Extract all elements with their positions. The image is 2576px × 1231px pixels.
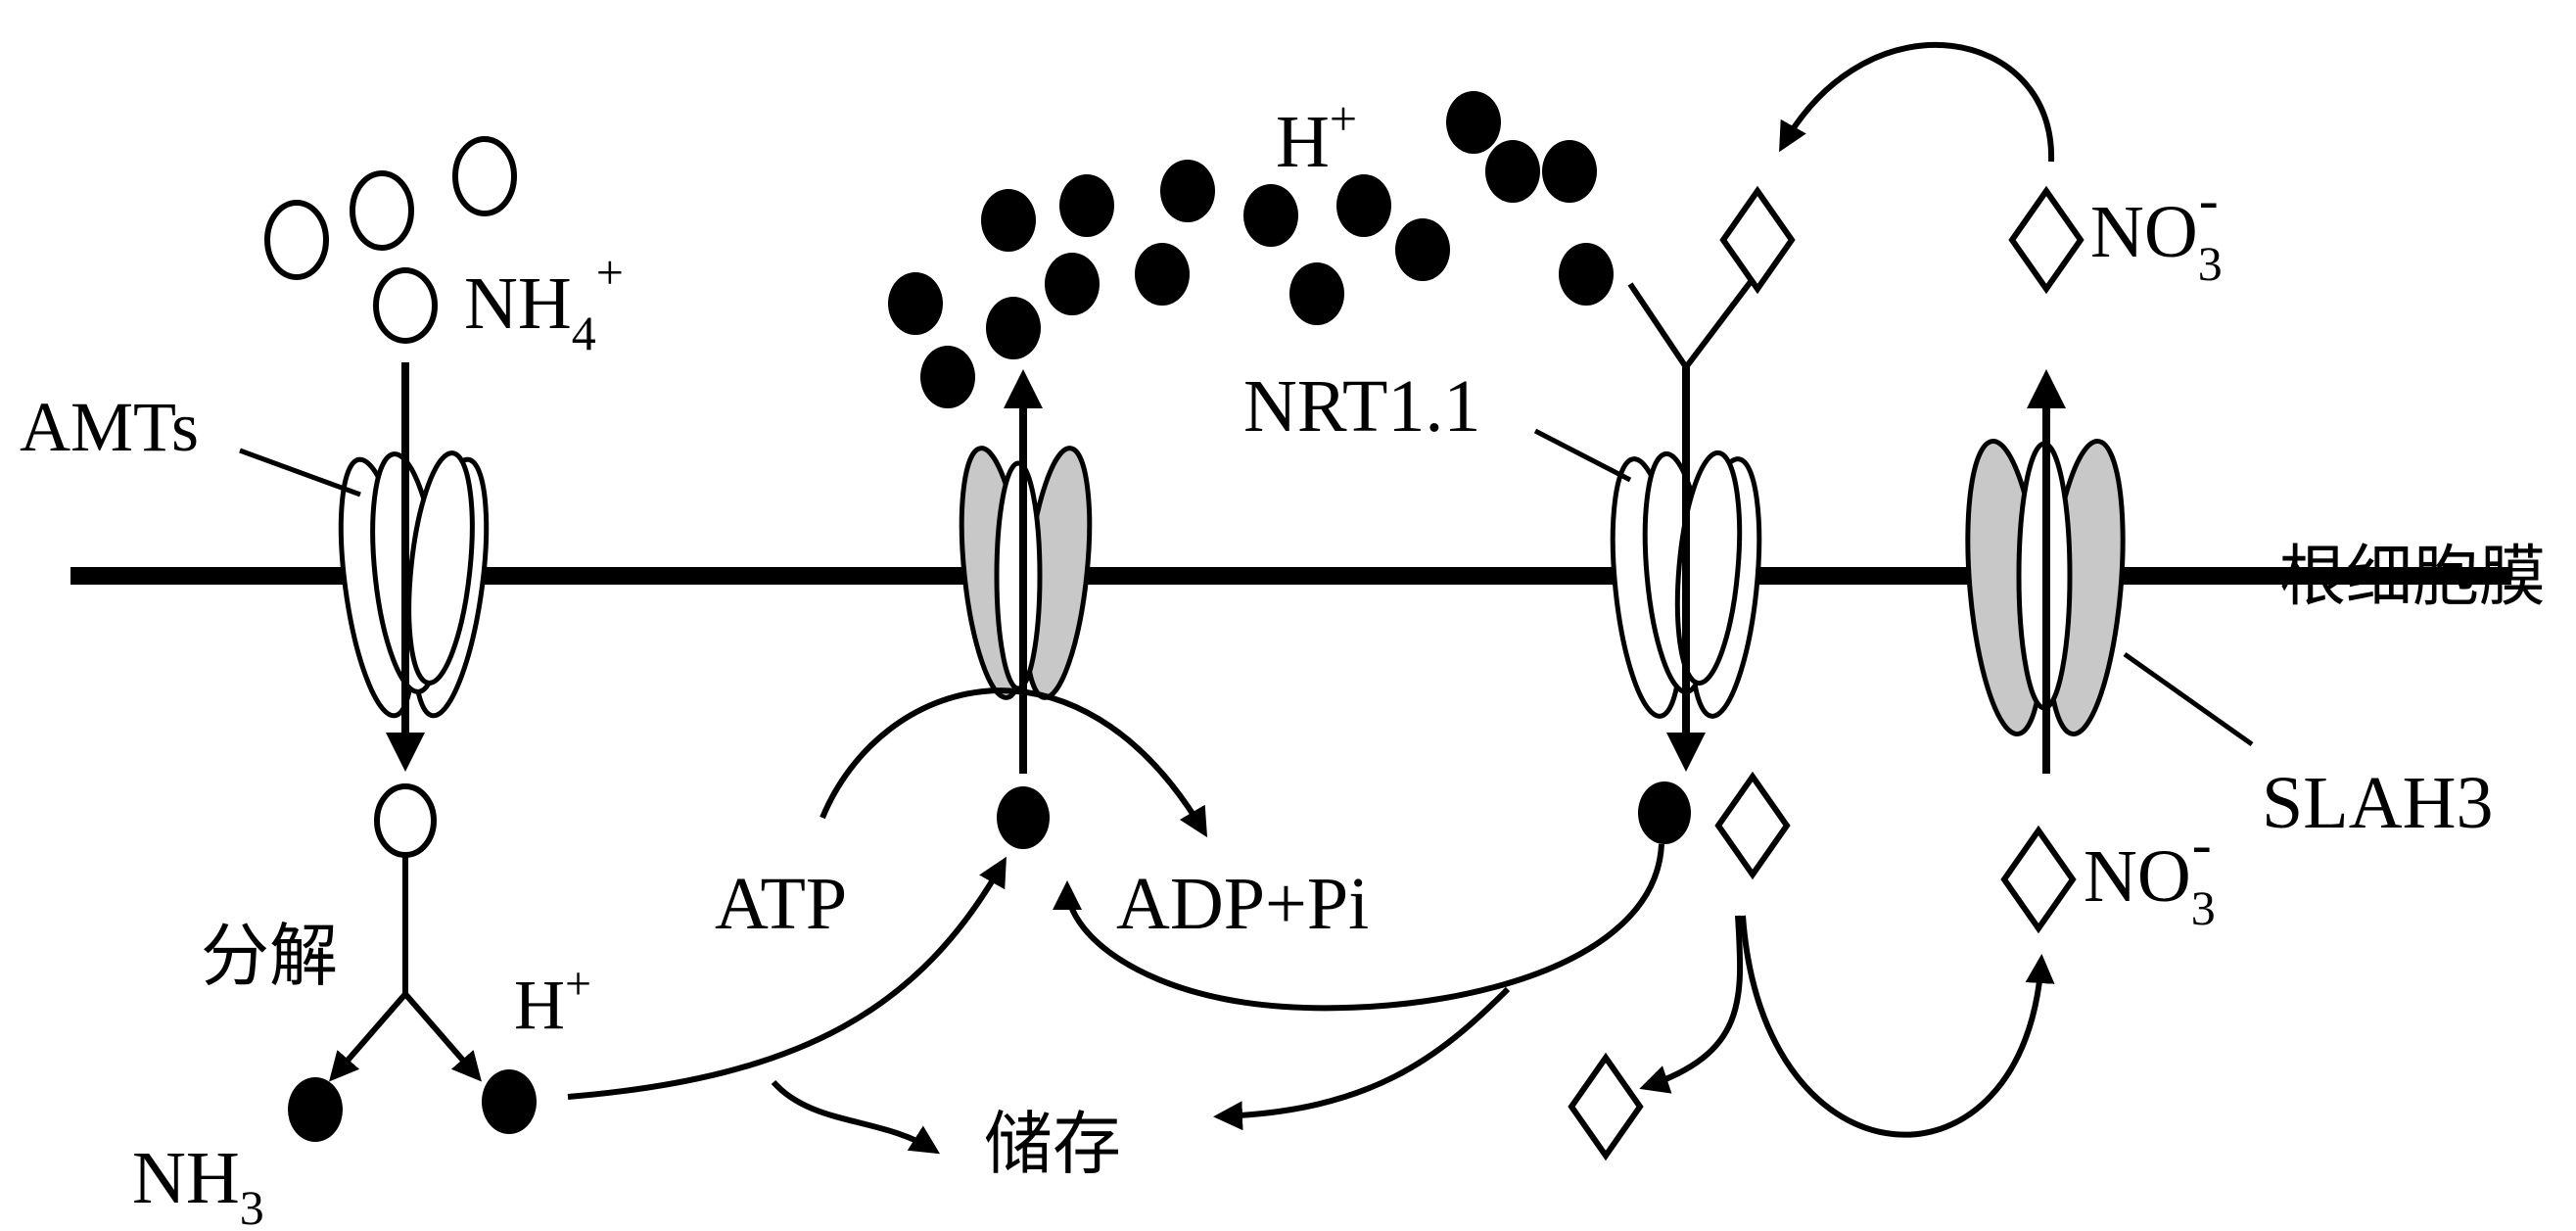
nrt-pointer [1533,428,1632,483]
h-to-storage-arrow [771,1079,941,1155]
h-recycle-to-storage [1213,986,1511,1131]
h-dot-pump-bottom [997,786,1050,849]
label-nrt: NRT1.1 [1243,365,1480,448]
atp-adp-arc [820,687,1208,838]
h-ions-outside [888,91,1614,408]
no3-diamond-slah3-bottom [2000,825,2077,934]
label-no3-bottom: NO3- [2084,812,2216,935]
nrt-y-junction [1627,277,1756,369]
h-dot-bottom-left [482,1069,537,1134]
label-membrane: 根细胞膜 [2279,539,2546,616]
amts-pointer [239,448,361,497]
no3-efflux-loop [1740,915,2055,1138]
slah3-pointer [2123,651,2254,747]
label-h-top: H+ [1276,91,1357,183]
h-dot-nrt-bottom [1638,781,1691,844]
label-h-bottom: H+ [514,958,591,1044]
label-no3-top: NO3- [2090,167,2223,291]
no3-diamond-slah3-top [2008,185,2084,295]
label-storage: 储存 [984,1104,1121,1184]
nh3-dot [288,1077,343,1142]
label-atp: ATP [715,863,847,945]
no3-diamond-storage [1568,1052,1644,1161]
no3-diamond-nrt-bottom [1714,771,1791,880]
no3-outside-loop [1779,42,2055,163]
h-to-pump-arrow [567,856,1007,1100]
label-nh4: NH4+ [464,245,624,360]
decompose-fork [329,855,482,1082]
no3-to-storage-arrow [1639,915,1744,1094]
label-nh3: NH3 [132,1137,264,1231]
no3-diamond-nrt-top [1719,185,1796,295]
amts-transporter [338,450,490,719]
label-slah3: SLAH3 [2262,762,2493,844]
proton-pump-inner [994,460,1043,691]
label-adp: ADP+Pi [1116,863,1369,945]
nrt-transporter [1610,450,1762,719]
label-decompose: 分解 [201,916,338,996]
label-amts: AMTs [20,388,199,466]
h-recycle-arrow [1053,843,1664,1012]
